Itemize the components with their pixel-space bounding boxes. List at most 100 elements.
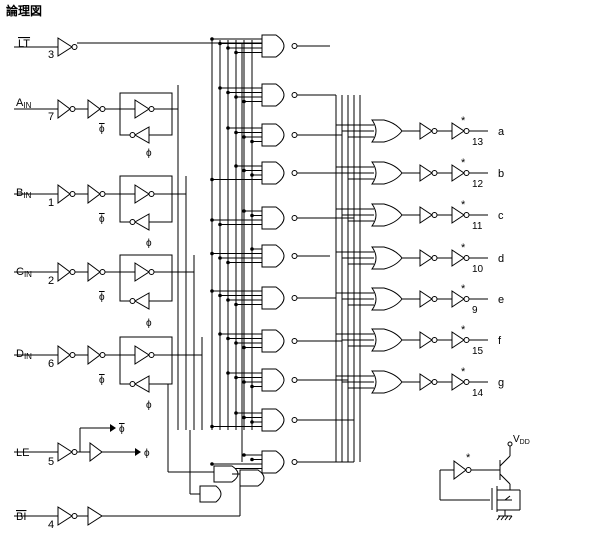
open-drain-star: * [461, 242, 466, 254]
segment-or-gate [371, 203, 403, 227]
input-b: BIN 1 ϕ ϕ [14, 175, 187, 430]
gate-output-bubble [291, 377, 298, 383]
gate-output-bubble [291, 132, 298, 138]
gate-output-bubble [291, 215, 298, 221]
segment-label-f: f [498, 335, 502, 347]
pin-number-b: 1 [48, 197, 54, 209]
svg-text:ϕ: ϕ [146, 238, 152, 249]
output-pin-number: 12 [472, 179, 484, 190]
svg-text:ϕ: ϕ [119, 424, 125, 435]
segment-buffer [419, 122, 433, 140]
input-bi: BI 4 [14, 478, 241, 531]
decoder-nand-gate [261, 368, 285, 392]
decoder-nand-gate [261, 161, 285, 185]
output-pin-number: 14 [472, 388, 484, 399]
input-label-b: BIN [16, 187, 32, 200]
segment-output-driver [451, 373, 465, 391]
open-drain-star: * [461, 115, 466, 127]
output-column: * 13 a * 12 b * 11 c * 10 d * 9 e * 15 f * 14 g [297, 95, 505, 463]
segment-buffer [419, 249, 433, 267]
pin-number-d: 6 [48, 358, 54, 370]
segment-buffer [419, 331, 433, 349]
gate-output-bubble [291, 295, 298, 301]
phi-label: ϕ [99, 124, 105, 135]
segment-buffer [419, 290, 433, 308]
segment-or-gate [371, 161, 403, 185]
segment-buffer [419, 373, 433, 391]
svg-text:ϕ: ϕ [146, 400, 152, 411]
svg-text:ϕ: ϕ [99, 292, 105, 303]
input-lt: LT 3 [14, 37, 262, 61]
input-label-le: LE [16, 447, 29, 459]
input-le: LE 5 ϕ ϕ [14, 424, 150, 468]
decoder-nand-gate [261, 286, 285, 310]
output-pin-number: 11 [472, 221, 483, 232]
segment-output-driver [451, 206, 465, 224]
svg-text:ϕ: ϕ [144, 448, 150, 459]
input-label-a: AIN [16, 97, 32, 110]
segment-output-driver [451, 122, 465, 140]
input-d: DIN 6 ϕ ϕ [14, 336, 203, 430]
open-drain-star: * [461, 366, 466, 378]
decoder-nand-gate [261, 34, 285, 58]
output-pin-number: 9 [472, 305, 478, 316]
decoder-nand-gate [261, 83, 285, 107]
decoder-nand-gate [261, 408, 285, 432]
segment-output-driver [451, 331, 465, 349]
enable-gates [167, 384, 265, 503]
svg-text:ϕ: ϕ [99, 375, 105, 386]
open-drain-star: * [461, 324, 466, 336]
decoder-nand-gate [261, 206, 285, 230]
gate-output-bubble [291, 417, 298, 423]
pin-number-bi: 4 [48, 519, 54, 531]
svg-text:*: * [466, 452, 471, 464]
segment-label-g: g [498, 377, 504, 389]
open-drain-star: * [461, 157, 466, 169]
output-pin-number: 15 [472, 346, 484, 357]
gate-output-bubble [291, 170, 298, 176]
segment-output-driver [451, 249, 465, 267]
pin-number-le: 5 [48, 456, 54, 468]
open-drain-star: * [461, 283, 466, 295]
decoder-nand-gate [261, 450, 285, 474]
decoder-nand-gate [261, 123, 285, 147]
segment-output-driver [451, 290, 465, 308]
decoder-nand-gate [261, 244, 285, 268]
svg-text:ϕ: ϕ [146, 318, 152, 329]
inverter-lt [57, 37, 73, 57]
input-label-lt: LT [18, 38, 30, 50]
segment-output-driver [451, 164, 465, 182]
input-c: CIN 2 ϕ ϕ [14, 254, 195, 430]
segment-or-gate [371, 370, 403, 394]
gate-output-bubble [291, 338, 298, 344]
gate-output-bubble [291, 43, 298, 49]
output-pin-number: 10 [472, 264, 484, 275]
decoder-gate-column [210, 34, 354, 474]
segment-buffer [419, 164, 433, 182]
segment-or-gate [371, 328, 403, 352]
gate-output-bubble [291, 92, 298, 98]
segment-buffer [419, 206, 433, 224]
segment-or-gate [371, 246, 403, 270]
pin-number-c: 2 [48, 275, 54, 287]
segment-label-e: e [498, 294, 504, 306]
diagram-title: 論理図 [6, 3, 42, 18]
open-drain-star: * [461, 199, 466, 211]
segment-or-gate [371, 287, 403, 311]
pin-number-a: 7 [48, 111, 54, 123]
svg-text:ϕ: ϕ [99, 214, 105, 225]
segment-or-gate [371, 119, 403, 143]
segment-label-a: a [498, 126, 505, 138]
gate-output-bubble [291, 253, 298, 259]
segment-label-c: c [498, 210, 504, 222]
svg-text:ϕ: ϕ [146, 148, 152, 159]
gate-output-bubble [291, 459, 298, 465]
output-pin-number: 13 [472, 137, 484, 148]
segment-label-d: d [498, 253, 504, 265]
input-label-d: DIN [16, 348, 32, 361]
output-stage-detail: * VDD [439, 434, 530, 521]
vdd-label: VDD [513, 434, 530, 446]
segment-label-b: b [498, 168, 504, 180]
